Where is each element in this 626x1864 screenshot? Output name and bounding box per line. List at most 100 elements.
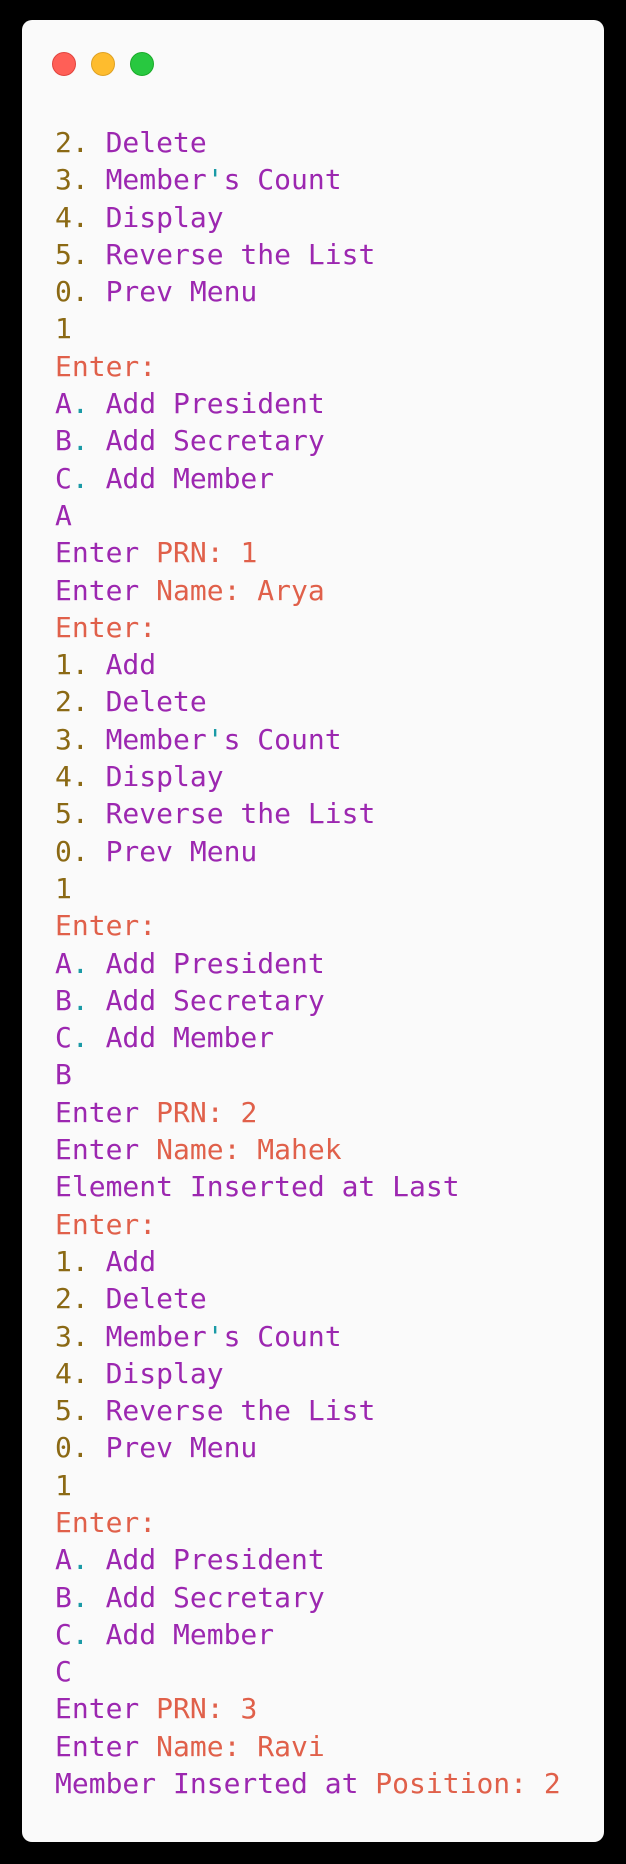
console-line: 3. Member's Count	[55, 721, 595, 758]
console-line: 5. Reverse the List	[55, 795, 595, 832]
console-line: 4. Display	[55, 1355, 595, 1392]
close-button[interactable]	[52, 52, 76, 76]
console-line: Enter PRN: 2	[55, 1094, 595, 1131]
console-segment-txt: Add President	[88, 387, 325, 421]
console-segment-apo: .	[71, 1543, 89, 1577]
console-segment-num: 3.	[55, 1319, 89, 1353]
console-segment-key: PRN: 1	[156, 536, 258, 570]
console-segment-key: Enter:	[55, 349, 157, 383]
console-segment-txt: Prev Menu	[88, 1431, 258, 1465]
console-segment-txt: C	[55, 1021, 72, 1055]
console-segment-num: 1	[55, 871, 72, 905]
console-line: A. Add President	[55, 385, 595, 422]
minimize-button[interactable]	[91, 52, 115, 76]
console-segment-txt: Delete	[88, 1282, 207, 1316]
console-segment-apo: .	[71, 1617, 89, 1651]
maximize-button[interactable]	[130, 52, 154, 76]
console-segment-key: Name: Ravi	[156, 1729, 325, 1763]
console-segment-txt: A	[55, 1543, 72, 1577]
console-segment-num: 1	[55, 1468, 72, 1502]
console-line: Enter:	[55, 1206, 595, 1243]
console-segment-txt: Enter	[55, 1133, 157, 1167]
console-segment-num: 0.	[55, 275, 89, 309]
console-segment-txt: s Count	[223, 1319, 342, 1353]
console-segment-apo: .	[71, 387, 89, 421]
console-line: Enter PRN: 1	[55, 534, 595, 571]
console-segment-key: Name: Arya	[156, 573, 325, 607]
console-segment-num: 4.	[55, 200, 89, 234]
console-line: 2. Delete	[55, 124, 595, 161]
console-segment-txt: Enter	[55, 1095, 157, 1129]
console-segment-txt: C	[55, 1617, 72, 1651]
console-line: C. Add Member	[55, 1019, 595, 1056]
console-segment-apo: '	[206, 722, 224, 756]
console-line: 3. Member's Count	[55, 161, 595, 198]
console-line: A	[55, 497, 595, 534]
console-segment-txt: Add President	[88, 1543, 325, 1577]
console-segment-txt: Enter	[55, 536, 157, 570]
console-line: B. Add Secretary	[55, 1579, 595, 1616]
console-line: 5. Reverse the List	[55, 1392, 595, 1429]
console-line: 1. Add	[55, 1243, 595, 1280]
console-segment-key: Enter:	[55, 610, 157, 644]
console-line: Enter:	[55, 348, 595, 385]
console-segment-txt: C	[55, 1655, 72, 1689]
console-segment-apo: .	[71, 461, 89, 495]
console-line: 0. Prev Menu	[55, 273, 595, 310]
console-segment-key: Enter:	[55, 1505, 157, 1539]
console-segment-txt: A	[55, 498, 72, 532]
console-segment-num: 1.	[55, 1244, 89, 1278]
console-segment-num: 0.	[55, 834, 89, 868]
console-line: Enter Name: Mahek	[55, 1131, 595, 1168]
console-segment-num: 1.	[55, 648, 89, 682]
console-segment-txt: Add Secretary	[88, 424, 325, 458]
console-segment-apo: .	[71, 946, 89, 980]
console-segment-txt: Member Inserted at	[55, 1767, 376, 1801]
console-segment-txt: A	[55, 946, 72, 980]
console-segment-num: 2.	[55, 685, 89, 719]
console-segment-txt: C	[55, 461, 72, 495]
console-segment-num: 4.	[55, 760, 89, 794]
console-segment-txt: Element Inserted at Last	[55, 1170, 460, 1204]
console-segment-num: 1	[55, 312, 72, 346]
console-line: 3. Member's Count	[55, 1318, 595, 1355]
console-segment-txt: Add	[88, 648, 157, 682]
console-segment-txt: Display	[88, 200, 224, 234]
console-segment-key: Enter:	[55, 1207, 157, 1241]
console-line: Enter PRN: 3	[55, 1690, 595, 1727]
console-segment-txt: Reverse the List	[88, 237, 376, 271]
console-line: 1	[55, 1467, 595, 1504]
console-line: 0. Prev Menu	[55, 833, 595, 870]
console-segment-txt: Reverse the List	[88, 1394, 376, 1428]
console-line: 4. Display	[55, 199, 595, 236]
console-line: A. Add President	[55, 945, 595, 982]
console-line: 5. Reverse the List	[55, 236, 595, 273]
console-segment-txt: Reverse the List	[88, 797, 376, 831]
console-segment-num: 3.	[55, 722, 89, 756]
console-segment-apo: .	[71, 983, 89, 1017]
console-line: 4. Display	[55, 758, 595, 795]
console-segment-num: 2.	[55, 126, 89, 159]
console-segment-txt: Display	[88, 760, 224, 794]
console-line: C. Add Member	[55, 1616, 595, 1653]
console-segment-key: PRN: 2	[156, 1095, 258, 1129]
console-segment-txt: B	[55, 1058, 72, 1092]
console-segment-txt: Enter	[55, 1729, 157, 1763]
console-line: 1. Add	[55, 646, 595, 683]
console-segment-txt: Enter	[55, 573, 157, 607]
console-segment-txt: Enter	[55, 1692, 157, 1726]
console-line: 1	[55, 870, 595, 907]
console-segment-txt: Member	[88, 722, 207, 756]
console-segment-txt: s Count	[223, 163, 342, 197]
console-segment-txt: s Count	[223, 722, 342, 756]
console-line: B. Add Secretary	[55, 982, 595, 1019]
console-line: 0. Prev Menu	[55, 1429, 595, 1466]
console-segment-txt: Add President	[88, 946, 325, 980]
console-segment-num: 5.	[55, 797, 89, 831]
console-line: A. Add President	[55, 1541, 595, 1578]
console-segment-num: 5.	[55, 1394, 89, 1428]
console-segment-txt: Add Secretary	[88, 983, 325, 1017]
console-segment-apo: .	[71, 1580, 89, 1614]
